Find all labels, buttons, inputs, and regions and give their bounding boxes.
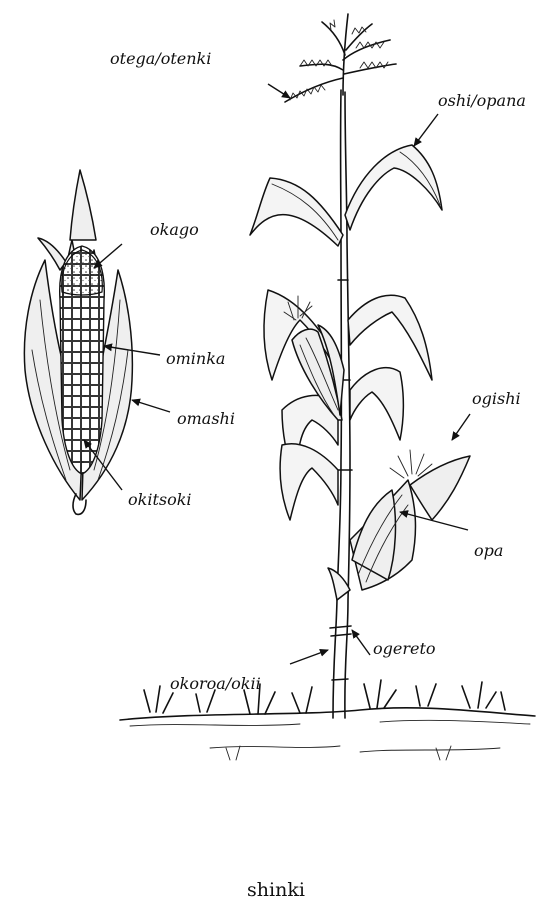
label-tassel: otega/otenki (110, 49, 211, 68)
label-husk: omashi (177, 409, 235, 428)
corn-cob (24, 170, 132, 514)
label-stalk: okoroa/okii (170, 674, 261, 693)
label-cob: okitsoki (128, 490, 192, 509)
label-ear: opa (474, 541, 503, 560)
label-silk: ogishi (472, 389, 521, 408)
leaf-upper-right (345, 145, 442, 230)
label-node: ogereto (373, 639, 436, 658)
label-ear-tip: okago (150, 220, 199, 239)
leaf-lower-left (280, 444, 338, 520)
caption: shinki (247, 879, 305, 901)
maize-plant (250, 14, 470, 718)
label-kernel: ominka (166, 349, 225, 368)
lower-ear (350, 450, 470, 590)
tassel (285, 14, 396, 102)
leaf-upper-left (250, 178, 343, 246)
label-leaf: oshi/opana (438, 91, 526, 110)
